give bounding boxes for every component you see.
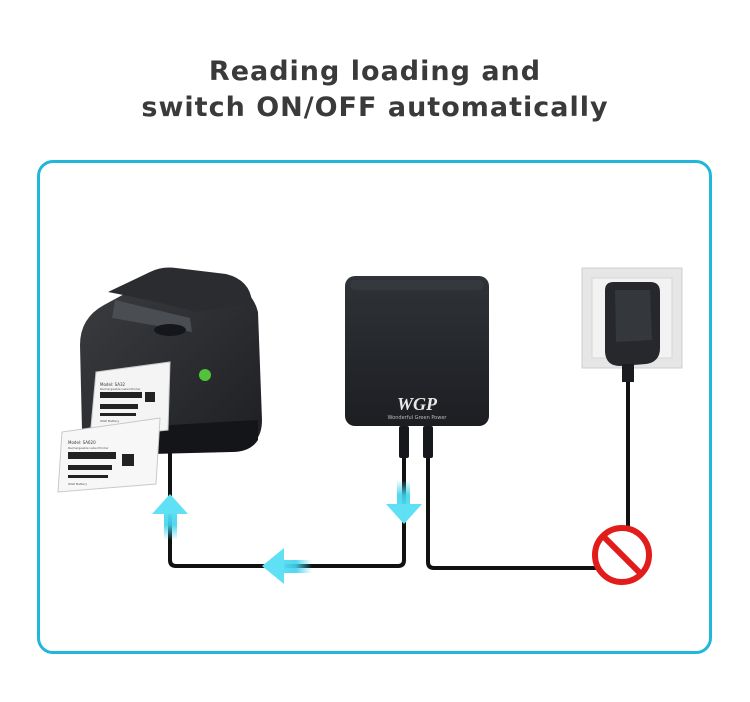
ups-tagline: Wonderful Green Power	[388, 415, 448, 421]
printed-labels: Model: SA32 Rechargeable Label Printer W…	[57, 361, 171, 493]
label-bottom-model: Model: SA620	[68, 440, 96, 445]
cable-printer-to-ups	[168, 440, 406, 568]
label-bottom-sub: Rechargeable Label Printer	[68, 446, 109, 450]
arrow-icon	[262, 548, 312, 584]
headline-line-2: switch ON/OFF automatically	[141, 92, 609, 123]
arrow-icon	[386, 480, 422, 524]
arrow-icon	[152, 494, 188, 540]
power-led-icon	[199, 369, 211, 381]
ups-logo: WGP	[397, 394, 438, 414]
mini-ups: WGP Wonderful Green Power	[345, 276, 489, 458]
prohibited-icon	[592, 525, 652, 585]
headline-line-1: Reading loading and	[208, 56, 542, 87]
wall-socket-adapter	[581, 267, 683, 382]
label-top-sub: Rechargeable Label Printer	[100, 387, 141, 391]
label-top-model: Model: SA32	[100, 382, 126, 387]
label-top-caption: WGP Battery	[100, 419, 119, 423]
diagram-frame	[37, 160, 712, 654]
label-bottom-caption: WGP Battery	[68, 482, 87, 486]
